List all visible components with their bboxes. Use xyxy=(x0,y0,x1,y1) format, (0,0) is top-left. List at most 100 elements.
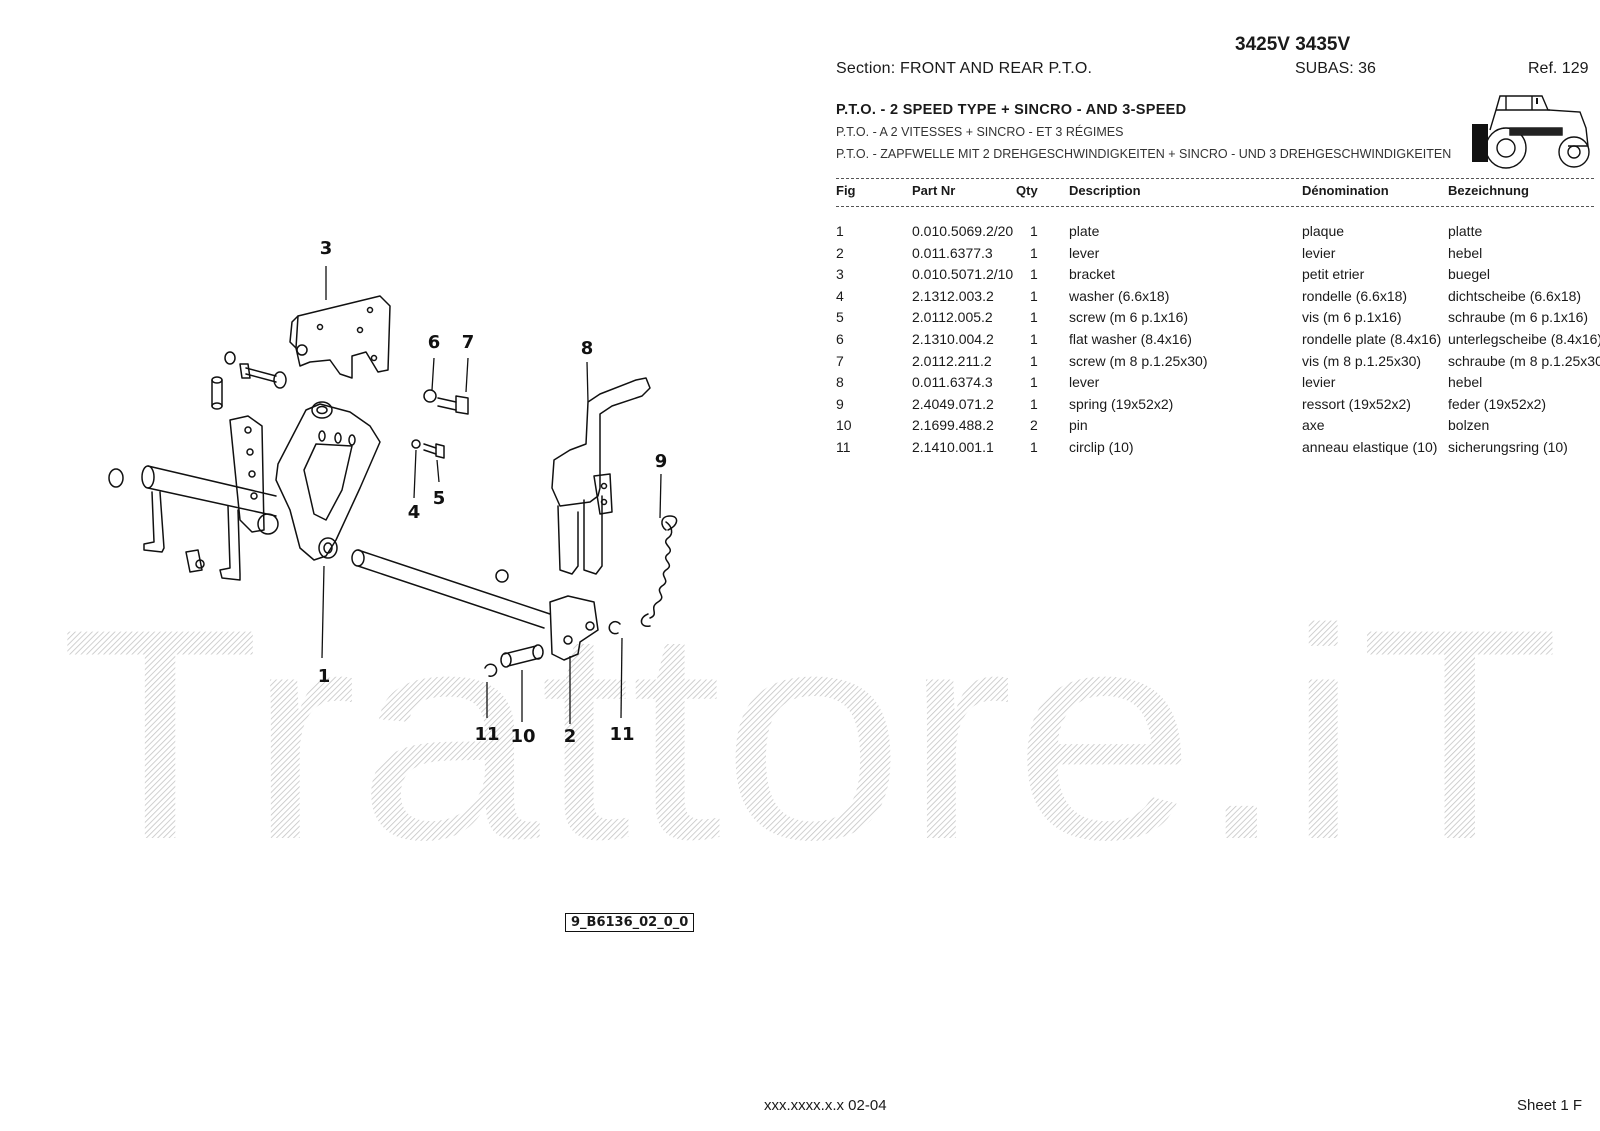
footer-code: xxx.xxxx.x.x 02-04 xyxy=(764,1097,887,1114)
circlip-right xyxy=(608,620,621,635)
loose-washer xyxy=(495,569,509,583)
screw-7-part xyxy=(437,397,457,411)
table-cell-description: flat washer (8.4x16) xyxy=(1069,331,1192,347)
col-header-part: Part Nr xyxy=(912,183,956,198)
table-cell-fig: 8 xyxy=(836,374,844,391)
table-cell-denomination: axe xyxy=(1302,417,1325,434)
table-cell-bezeichnung: dichtscheibe (6.6x18) xyxy=(1448,287,1582,304)
tractor-icon xyxy=(1472,95,1590,169)
col-header-fig: Fig xyxy=(836,183,856,198)
sheet-label: Sheet 1 F xyxy=(1517,1097,1583,1114)
table-cell-bezeichnung: bolzen xyxy=(1448,417,1490,434)
table-cell-bezeichnung: schraube (m 8 p.1.25x30) xyxy=(1448,352,1600,369)
table-cell-description: lever xyxy=(1069,244,1100,261)
table-cell-fig: 11 xyxy=(836,439,851,455)
callout-10: 10 xyxy=(510,726,535,747)
callout-11-left: 11 xyxy=(474,724,499,745)
circlip-left xyxy=(484,663,498,677)
table-cell-part-nr: 0.011.6374.3 xyxy=(912,374,993,391)
table-cell-part-nr: 0.010.5071.2/10 xyxy=(912,266,1014,283)
table-cell-part-nr: 2.1410.001.1 xyxy=(912,439,994,455)
table-cell-denomination: vis (m 8 p.1.25x30) xyxy=(1302,352,1422,369)
col-header-denomination: Dénomination xyxy=(1302,183,1389,198)
bracket-part xyxy=(289,295,391,379)
table-cell-denomination: levier xyxy=(1302,374,1336,391)
table-cell-qty: 1 xyxy=(1030,309,1038,326)
flat-washer-part xyxy=(423,389,437,403)
col-header-bezeichnung: Bezeichnung xyxy=(1448,183,1529,198)
table-cell-part-nr: 0.011.6377.3 xyxy=(912,244,993,261)
small-pin xyxy=(211,379,223,407)
leader-lines xyxy=(321,266,662,724)
callout-4: 4 xyxy=(408,502,421,523)
table-cell-bezeichnung: unterlegscheibe (8.4x16) xyxy=(1448,331,1600,347)
screw-5-part xyxy=(423,443,437,455)
table-header-rule xyxy=(836,206,1594,207)
washer-4-part xyxy=(411,439,421,449)
bolt-assembly xyxy=(224,351,287,389)
table-cell-denomination: anneau elastique (10) xyxy=(1302,439,1438,455)
subas-label: SUBAS: 36 xyxy=(1295,60,1376,77)
table-cell-description: plate xyxy=(1069,223,1100,239)
table-cell-fig: 1 xyxy=(836,223,844,239)
table-cell-part-nr: 2.0112.211.2 xyxy=(912,352,992,369)
table-cell-denomination: rondelle (6.6x18) xyxy=(1302,287,1408,304)
left-shaft-assembly xyxy=(108,415,279,581)
col-header-description: Description xyxy=(1069,183,1141,198)
table-cell-bezeichnung: feder (19x52x2) xyxy=(1448,395,1547,412)
table-cell-bezeichnung: hebel xyxy=(1448,244,1483,261)
table-cell-qty: 1 xyxy=(1030,266,1038,283)
watermark-text: Trattore.iT xyxy=(60,600,1560,860)
table-cell-bezeichnung: sicherungsring (10) xyxy=(1448,439,1568,455)
table-cell-description: screw (m 6 p.1x16) xyxy=(1069,309,1189,326)
ref-label: Ref. 129 xyxy=(1528,60,1589,77)
table-cell-part-nr: 0.010.5069.2/20 xyxy=(912,223,1014,239)
plate-part xyxy=(275,401,381,561)
callout-6: 6 xyxy=(428,332,441,353)
pin-part xyxy=(500,644,544,668)
callout-7: 7 xyxy=(462,332,475,353)
table-cell-fig: 6 xyxy=(836,331,844,347)
table-cell-part-nr: 2.0112.005.2 xyxy=(912,309,993,326)
diagram-id-box: 9_B6136_02_0_0 xyxy=(565,913,695,932)
table-cell-fig: 5 xyxy=(836,309,844,326)
spring-part xyxy=(649,521,673,619)
lever-2-part xyxy=(549,595,599,661)
table-cell-qty: 1 xyxy=(1030,244,1038,261)
table-cell-fig: 3 xyxy=(836,266,844,283)
lever-8-part xyxy=(551,377,651,575)
table-cell-fig: 2 xyxy=(836,244,844,261)
table-cell-denomination: vis (m 6 p.1x16) xyxy=(1302,309,1402,326)
table-cell-description: screw (m 8 p.1.25x30) xyxy=(1069,352,1208,369)
table-cell-part-nr: 2.1310.004.2 xyxy=(912,331,994,347)
exploded-view-drawing: 3 6 7 8 9 4 5 1 11 10 2 11 xyxy=(108,238,678,747)
table-cell-description: lever xyxy=(1069,374,1100,391)
table-cell-qty: 1 xyxy=(1030,223,1038,239)
callout-2: 2 xyxy=(564,726,577,747)
table-cell-bezeichnung: buegel xyxy=(1448,266,1491,283)
table-cell-qty: 1 xyxy=(1030,395,1038,412)
table-cell-qty: 1 xyxy=(1030,287,1038,304)
table-cell-part-nr: 2.1312.003.2 xyxy=(912,287,994,304)
table-cell-qty: 1 xyxy=(1030,352,1038,369)
table-cell-part-nr: 2.1699.488.2 xyxy=(912,417,994,434)
table-cell-fig: 7 xyxy=(836,352,844,369)
watermark: Trattore.iT xyxy=(60,600,1560,860)
table-cell-bezeichnung: hebel xyxy=(1448,374,1483,391)
section-label: Section: FRONT AND REAR P.T.O. xyxy=(836,60,1093,77)
table-cell-part-nr: 2.4049.071.2 xyxy=(912,395,994,412)
table-cell-description: circlip (10) xyxy=(1069,439,1134,455)
table-cell-qty: 1 xyxy=(1030,439,1038,455)
col-header-qty: Qty xyxy=(1016,183,1038,198)
title-english: P.T.O. - 2 SPEED TYPE + SINCRO - AND 3-S… xyxy=(836,102,1187,118)
table-cell-description: bracket xyxy=(1069,266,1115,283)
table-cell-bezeichnung: platte xyxy=(1448,223,1483,239)
callout-5: 5 xyxy=(433,488,446,509)
table-cell-denomination: rondelle plate (8.4x16) xyxy=(1302,331,1442,347)
callout-8: 8 xyxy=(581,338,594,359)
callout-3: 3 xyxy=(320,238,333,259)
table-top-rule xyxy=(836,178,1594,179)
table-cell-denomination: ressort (19x52x2) xyxy=(1302,395,1411,412)
model-title: 3425V 3435V xyxy=(1235,34,1351,55)
table-cell-fig: 9 xyxy=(836,395,844,412)
